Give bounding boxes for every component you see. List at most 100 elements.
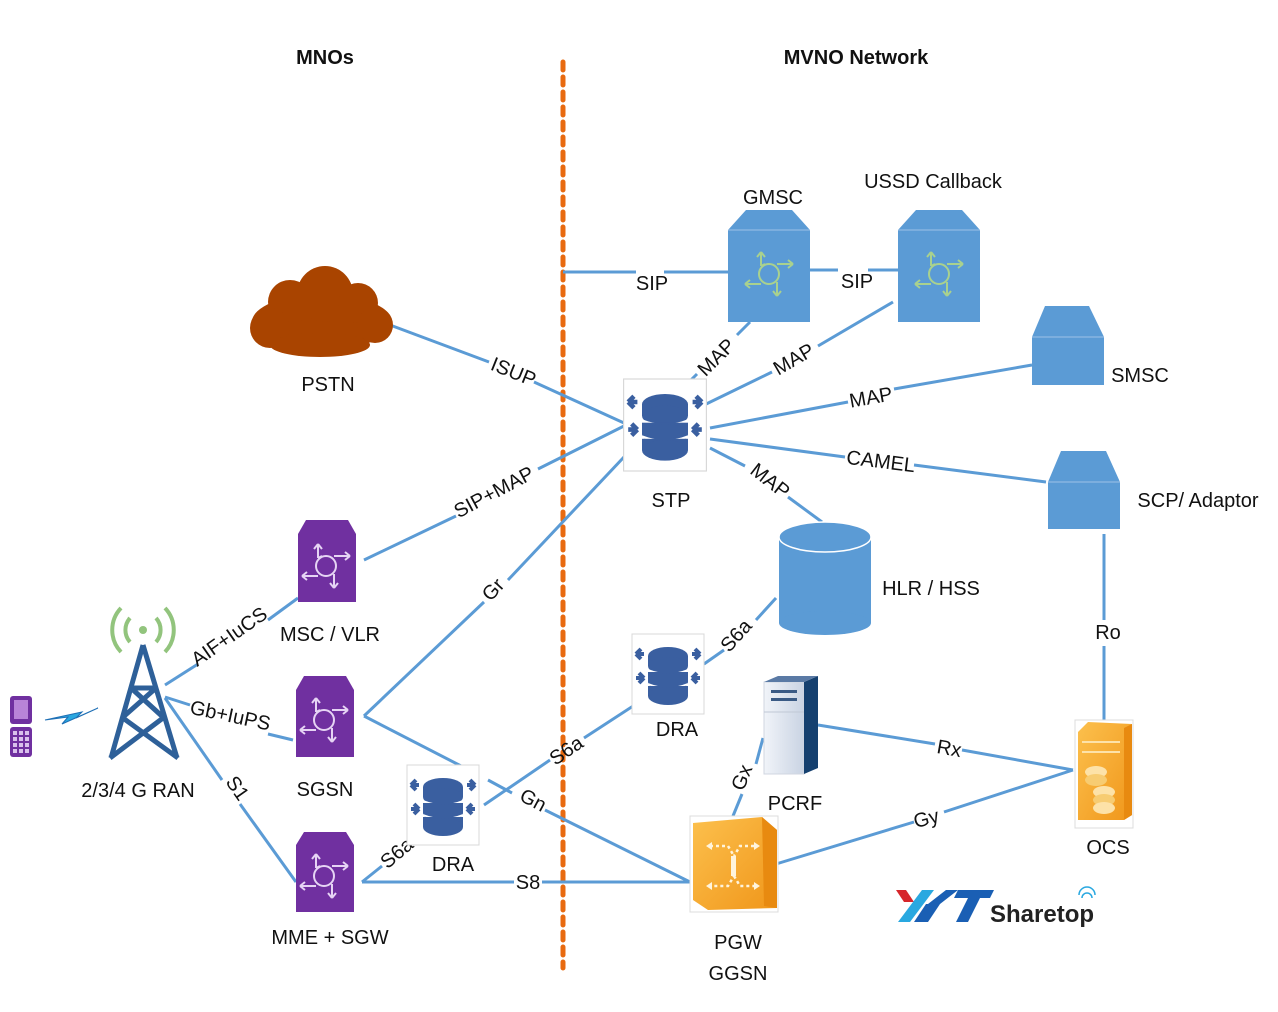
link-isup-b bbox=[533, 380, 625, 425]
link-gn-c bbox=[544, 808, 691, 884]
router-database-icon bbox=[405, 763, 481, 847]
link-s1-b bbox=[238, 803, 298, 883]
link-gr-b bbox=[506, 455, 626, 582]
link-sip-map-a bbox=[363, 514, 457, 562]
label-msc-vlr: MSC / VLR bbox=[280, 624, 380, 646]
switch-icon bbox=[898, 210, 980, 322]
label-ran: 2/3/4 G RAN bbox=[81, 780, 194, 802]
label-gr: Gr bbox=[478, 574, 509, 605]
label-ggsn: GGSN bbox=[709, 963, 768, 985]
link-map-smsc-b bbox=[893, 363, 1033, 391]
label-gn: Gn bbox=[516, 785, 550, 817]
link-s1-a bbox=[163, 697, 224, 781]
label-gy: Gy bbox=[911, 805, 941, 833]
node-handset[interactable] bbox=[10, 696, 99, 757]
link-map-ussd-b bbox=[817, 300, 894, 348]
label-sip-map: SIP+MAP bbox=[450, 463, 537, 523]
node-ran[interactable]: 2/3/4 G RAN bbox=[81, 606, 195, 802]
label-sgsn: SGSN bbox=[297, 779, 354, 801]
label-isup: ISUP bbox=[487, 353, 539, 391]
node-dra-left[interactable]: DRA bbox=[405, 763, 481, 876]
label-pstn: PSTN bbox=[301, 374, 354, 396]
link-map-gmsc-b bbox=[735, 320, 752, 337]
cloud-icon bbox=[250, 266, 393, 357]
node-sgsn[interactable]: SGSN bbox=[296, 676, 354, 801]
gateway-icon bbox=[689, 815, 779, 913]
switch-icon bbox=[296, 832, 354, 912]
switch-icon bbox=[296, 676, 354, 757]
label-dra-left: DRA bbox=[432, 854, 475, 876]
xyt-logo-mark-icon bbox=[896, 890, 994, 922]
link-isup-a bbox=[389, 323, 490, 364]
label-gb-iups: Gb+IuPS bbox=[188, 697, 273, 736]
label-s1: S1 bbox=[221, 772, 253, 805]
header-mvno-network: MVNO Network bbox=[784, 47, 929, 69]
label-pcrf: PCRF bbox=[768, 793, 822, 815]
link-s6a-right-b bbox=[754, 596, 778, 622]
label-map-gmsc: MAP bbox=[694, 335, 740, 381]
switch-icon bbox=[728, 210, 810, 322]
label-ocs: OCS bbox=[1086, 837, 1129, 859]
label-dra-right: DRA bbox=[656, 719, 699, 741]
label-gmsc: GMSC bbox=[743, 187, 803, 209]
link-rx-b bbox=[961, 748, 1074, 772]
server-box-icon bbox=[1032, 306, 1104, 385]
label-smsc: SMSC bbox=[1111, 365, 1169, 387]
router-database-icon bbox=[630, 632, 706, 716]
logo-text: Sharetop bbox=[990, 901, 1094, 928]
node-dra-right[interactable]: DRA bbox=[630, 632, 706, 741]
label-camel: CAMEL bbox=[845, 447, 916, 477]
label-rx: Rx bbox=[935, 736, 963, 762]
node-gmsc[interactable]: GMSC bbox=[728, 187, 810, 322]
label-gx: Gx bbox=[727, 762, 757, 794]
link-gy-b bbox=[943, 768, 1074, 814]
switch-icon bbox=[298, 520, 356, 602]
router-database-icon bbox=[624, 379, 707, 471]
header-mnos: MNOs bbox=[296, 47, 354, 69]
label-map-hlr: MAP bbox=[746, 459, 794, 503]
label-map-smsc: MAP bbox=[848, 383, 895, 412]
link-map-smsc-a bbox=[709, 400, 849, 430]
node-stp[interactable]: STP bbox=[624, 379, 707, 512]
link-gx-b bbox=[754, 737, 765, 765]
link-aif-iucs-b bbox=[267, 596, 299, 622]
link-gr-a bbox=[362, 600, 486, 718]
sharetop-logo: Sharetop bbox=[896, 886, 1096, 928]
link-gn-b bbox=[487, 778, 513, 795]
mobile-phone-icon bbox=[10, 696, 32, 757]
node-smsc[interactable]: SMSC bbox=[1032, 306, 1169, 387]
link-aif-iucs-a bbox=[164, 662, 199, 687]
link-gy-a bbox=[775, 820, 915, 866]
link-gx-a bbox=[731, 793, 744, 817]
link-gb-iups-b bbox=[267, 732, 294, 742]
label-s6a-mid: S6a bbox=[546, 731, 589, 770]
server-box-icon bbox=[1048, 451, 1120, 529]
node-scp-adaptor[interactable]: SCP/ Adaptor bbox=[1048, 451, 1259, 529]
node-hlr-hss[interactable]: HLR / HSS bbox=[778, 521, 980, 635]
label-ussd-callback: USSD Callback bbox=[864, 171, 1003, 193]
link-camel-b bbox=[913, 463, 1047, 484]
node-msc-vlr[interactable]: MSC / VLR bbox=[280, 520, 380, 646]
label-hlr-hss: HLR / HSS bbox=[882, 578, 980, 600]
label-aif-iucs: AIF+IuCS bbox=[188, 603, 272, 671]
label-mme-sgw: MME + SGW bbox=[271, 927, 388, 949]
node-mme-sgw[interactable]: MME + SGW bbox=[271, 832, 389, 949]
link-sip-map-b bbox=[537, 424, 625, 471]
link-map-ussd-a bbox=[699, 370, 773, 409]
label-sip-ussd: SIP bbox=[841, 271, 873, 293]
node-ocs[interactable]: OCS bbox=[1074, 719, 1134, 859]
label-scp-adaptor: SCP/ Adaptor bbox=[1137, 490, 1259, 512]
server-tower-icon bbox=[763, 676, 818, 775]
node-pcrf[interactable]: PCRF bbox=[763, 676, 822, 815]
cell-tower-icon bbox=[108, 606, 180, 761]
node-pstn[interactable]: PSTN bbox=[250, 266, 393, 396]
label-s8: S8 bbox=[516, 872, 540, 894]
link-rx-a bbox=[817, 723, 936, 746]
node-ussd-callback[interactable]: USSD Callback bbox=[864, 171, 1003, 322]
node-pgw-ggsn[interactable]: PGW GGSN bbox=[689, 815, 779, 985]
billing-server-icon bbox=[1074, 719, 1134, 829]
link-s6a-right-a bbox=[703, 648, 725, 666]
links bbox=[163, 268, 1106, 884]
link-s6a-left-a bbox=[361, 864, 383, 884]
